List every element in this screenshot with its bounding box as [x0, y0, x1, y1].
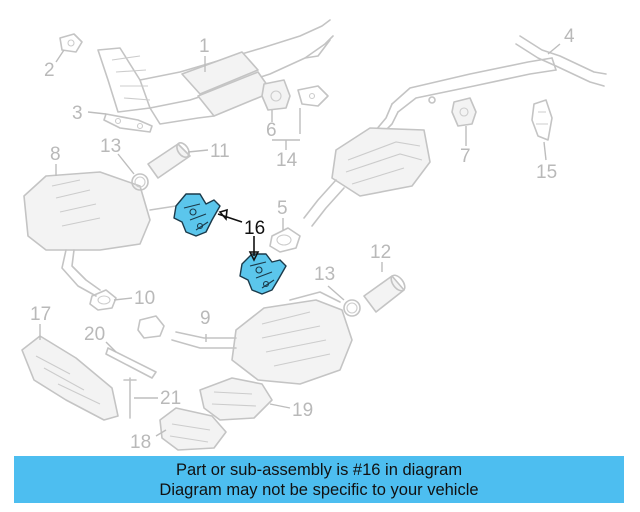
mount-parts-6 — [261, 79, 329, 111]
callout-10: 10 — [134, 288, 155, 309]
hanger-bracket-part-16-lower — [239, 253, 287, 295]
callout-18: 18 — [130, 432, 151, 453]
banner-line-2: Diagram may not be specific to your vehi… — [159, 481, 479, 499]
clamp-part-5 — [269, 227, 301, 253]
callout-12: 12 — [370, 242, 391, 263]
bolt-part-21 — [123, 377, 137, 419]
callout-6: 6 — [266, 120, 277, 141]
callout-8: 8 — [50, 144, 61, 165]
callout-4: 4 — [564, 26, 575, 47]
gasket-part-2 — [59, 33, 83, 53]
callout-19: 19 — [292, 400, 313, 421]
bracket-part-20 — [105, 347, 157, 379]
callout-13-lower: 13 — [314, 264, 335, 285]
callout-3: 3 — [72, 103, 83, 124]
exhaust-parts-diagram: 1 2 3 4 5 6 7 8 9 10 11 12 13 13 14 15 1… — [21, 19, 607, 453]
center-muffler — [303, 127, 431, 227]
callout-14: 14 — [276, 150, 298, 171]
callout-17: 17 — [30, 304, 51, 325]
tail-pipe-part-11 — [147, 142, 191, 179]
callout-2: 2 — [44, 60, 55, 81]
callout-21: 21 — [160, 388, 181, 409]
heat-shield-part-18 — [159, 407, 227, 451]
rubber-mount-part-7 — [451, 97, 477, 127]
clamp-part-13-upper — [131, 173, 149, 191]
hanger-bracket-part-16-upper — [173, 193, 221, 237]
tail-pipe-part-12 — [363, 274, 406, 313]
callout-5: 5 — [277, 198, 288, 219]
rear-muffler-right — [171, 291, 353, 385]
callout-7: 7 — [460, 146, 471, 167]
callout-16: 16 — [244, 218, 265, 239]
clamp-part-13-lower — [343, 299, 361, 317]
heat-shield-part-15 — [531, 99, 553, 141]
front-pipe-catalytic-converter — [97, 19, 334, 125]
callout-16-leaders — [217, 208, 260, 262]
clamp-part-10 — [89, 289, 165, 339]
callout-15: 15 — [536, 162, 557, 183]
callout-leaders — [39, 43, 561, 437]
callout-20: 20 — [84, 324, 105, 345]
rear-pipe-assembly — [375, 35, 607, 135]
callout-11: 11 — [210, 141, 230, 162]
heat-shield-part-17 — [21, 335, 119, 421]
heat-shield-part-19 — [199, 377, 273, 421]
callout-9: 9 — [200, 308, 211, 329]
callout-1: 1 — [199, 36, 210, 57]
bracket-part-3 — [103, 113, 153, 133]
callout-13-upper: 13 — [100, 136, 121, 157]
rear-muffler-left — [23, 171, 187, 297]
banner-line-1: Part or sub-assembly is #16 in diagram — [175, 461, 463, 479]
info-banner: Part or sub-assembly is #16 in diagram D… — [14, 456, 624, 503]
